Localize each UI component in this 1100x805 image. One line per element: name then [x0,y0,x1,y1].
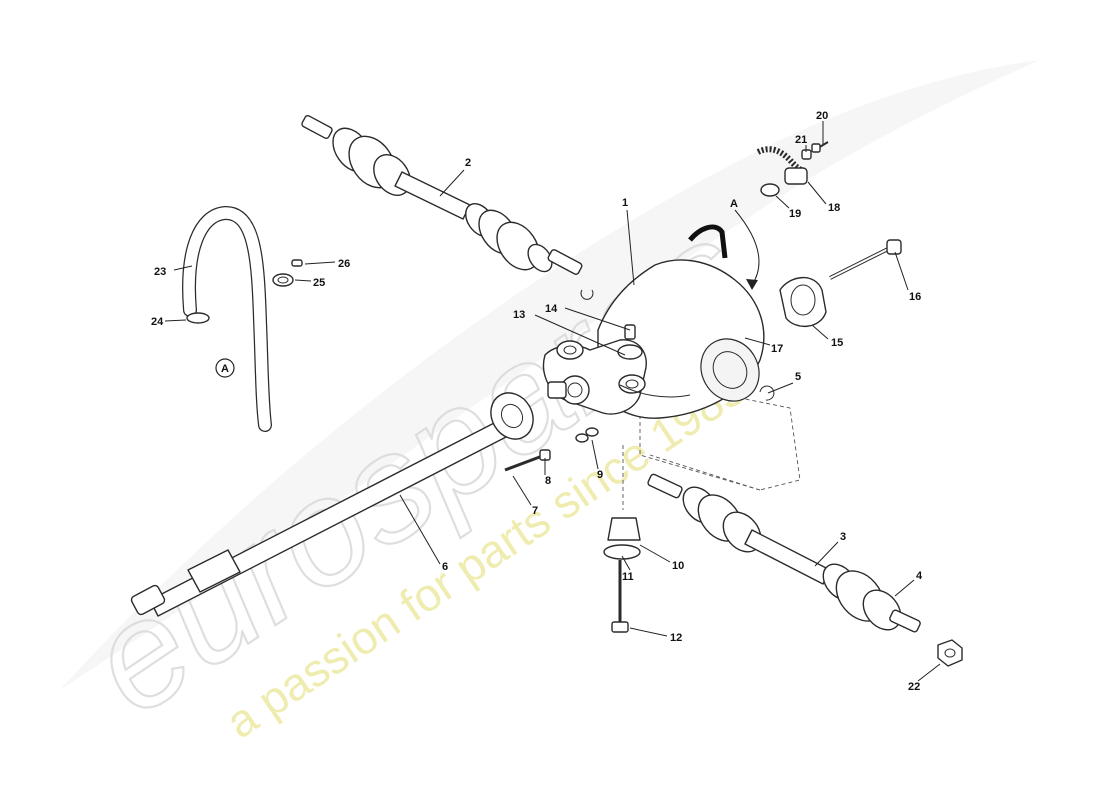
callout-4: 4 [916,570,923,582]
part-propshaft [130,392,534,617]
part-sensor-assembly [756,141,829,197]
part-circlip [759,385,775,401]
callout-12: 12 [670,632,682,644]
part-housing-mount [617,324,643,360]
view-marker-a: A [730,198,738,210]
callout-24: 24 [151,316,164,328]
view-markers: A A [215,198,738,378]
callout-19: 19 [789,208,801,220]
callout-2: 2 [465,157,471,169]
callout-16: 16 [909,291,921,303]
callout-8: 8 [545,475,551,487]
callout-20: 20 [816,110,828,122]
callout-14: 14 [545,303,558,315]
callout-18: 18 [828,202,840,214]
callout-15: 15 [831,337,843,349]
part-rear-bush [779,239,902,327]
detail-marker-a: A [221,363,229,375]
callout-9: 9 [597,469,603,481]
callout-3: 3 [840,531,846,543]
callout-22: 22 [908,681,920,693]
callout-6: 6 [442,561,448,573]
callout-23: 23 [154,266,166,278]
part-differential-housing [542,224,765,419]
part-lower-driveshaft [647,473,921,633]
callout-17: 17 [771,343,783,355]
callout-26: 26 [338,258,350,270]
detail-marker-circle [215,358,235,378]
callout-7: 7 [532,505,538,517]
callout-1: 1 [622,197,628,209]
callout-5: 5 [795,371,801,383]
callout-13: 13 [513,309,525,321]
part-upper-driveshaft [301,115,594,300]
callout-21: 21 [795,134,807,146]
leader-lines [164,121,941,682]
part-breather-hose [182,206,303,432]
projection-lines [622,394,801,510]
part-hub-nut [937,639,963,667]
callout-labels: 1 2 3 4 5 6 7 8 9 10 11 12 13 14 15 16 1… [151,110,923,693]
callout-11: 11 [622,571,634,583]
part-propshaft-bolts [504,427,599,472]
part-lower-mount [603,517,641,633]
callout-10: 10 [672,560,684,572]
callout-25: 25 [313,277,325,289]
